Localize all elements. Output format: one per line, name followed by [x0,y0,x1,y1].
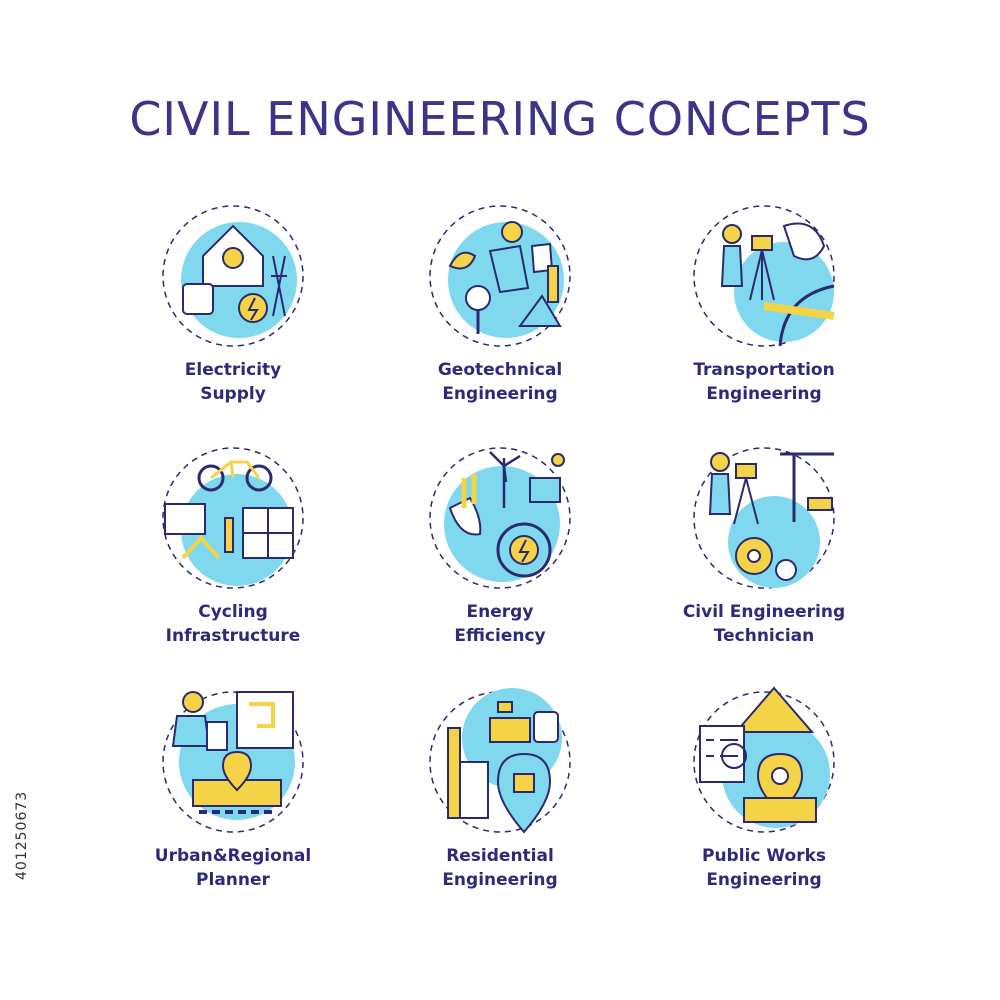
label-line-2: Planner [196,870,270,890]
page-title: CIVIL ENGINEERING CONCEPTS [129,92,871,146]
concept-transportation-engineering: Transportation Engineering [644,196,884,436]
label-line-1: Cycling [198,602,268,622]
electricity-icon [162,205,304,347]
concept-energy-efficiency: Energy Efficiency [380,438,620,678]
public-works-icon [693,686,835,833]
label-line-1: Public Works [701,846,826,866]
label-line-1: Geotechnical [437,360,563,380]
energy-icon [429,447,571,589]
label-line-2: Engineering [706,870,822,890]
concept-label: Transportation Engineering [644,358,884,406]
concept-label: Civil Engineering Technician [644,600,884,648]
label-line-2: Efficiency [454,626,546,646]
concept-label: Residential Engineering [380,844,620,892]
label-line-2: Engineering [706,384,822,404]
planner-icon [162,691,304,833]
stock-id: 401250673 [14,790,30,880]
label-line-1: Energy [466,602,534,622]
concept-cycling-infrastructure: Cycling Infrastructure [113,438,353,678]
label-line-2: Technician [713,626,815,646]
label-line-1: Electricity [184,360,282,380]
concept-label: Cycling Infrastructure [113,600,353,648]
label-line-2: Supply [200,384,266,404]
cycling-icon [162,447,304,589]
concept-label: Public Works Engineering [644,844,884,892]
label-line-1: Transportation [693,360,835,380]
concept-geotechnical-engineering: Geotechnical Engineering [380,196,620,436]
label-line-2: Engineering [442,870,558,890]
label-line-1: Residential [446,846,554,866]
concept-electricity-supply: Electricity Supply [113,196,353,436]
concept-label: Electricity Supply [113,358,353,406]
concept-urban-regional-planner: Urban&Regional Planner [113,682,353,922]
label-line-1: Urban&Regional [154,846,312,866]
geotechnical-icon [429,205,571,347]
technician-icon [693,447,835,589]
concept-label: Energy Efficiency [380,600,620,648]
label-line-2: Engineering [442,384,558,404]
label-line-2: Infrastructure [165,626,301,646]
concept-residential-engineering: Residential Engineering [380,682,620,922]
concept-public-works-engineering: Public Works Engineering [644,682,884,922]
concept-label: Geotechnical Engineering [380,358,620,406]
concept-label: Urban&Regional Planner [113,844,353,892]
concept-civil-engineering-technician: Civil Engineering Technician [644,438,884,678]
transportation-icon [693,205,835,347]
label-line-1: Civil Engineering [682,602,846,622]
residential-icon [429,688,571,834]
